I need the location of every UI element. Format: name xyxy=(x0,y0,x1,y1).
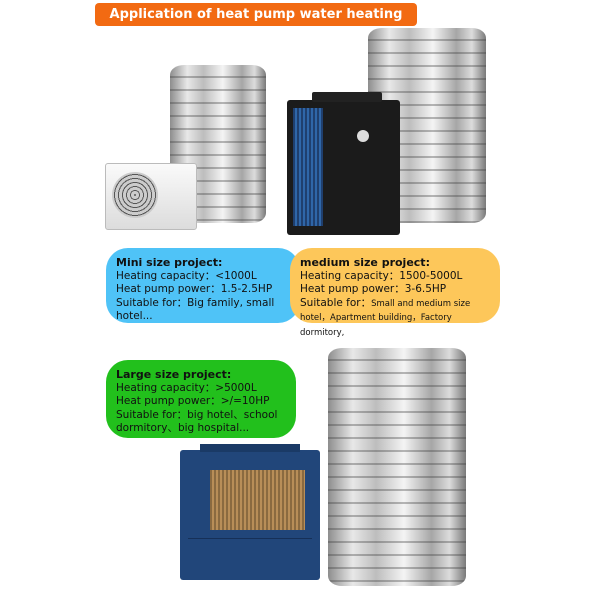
fan-icon xyxy=(112,172,158,218)
title-banner: Application of heat pump water heating s… xyxy=(95,3,417,45)
heat-pump-large xyxy=(180,444,320,580)
medium-project-box: medium size project: Heating capacity：15… xyxy=(290,248,500,338)
water-tank-large xyxy=(328,348,466,586)
mini-project-box: Mini size project: Heating capacity：<100… xyxy=(106,248,300,323)
large-project-box: Large size project: Heating capacity：>50… xyxy=(106,360,296,438)
heat-pump-medium xyxy=(287,92,400,235)
heat-pump-mini xyxy=(105,163,197,230)
